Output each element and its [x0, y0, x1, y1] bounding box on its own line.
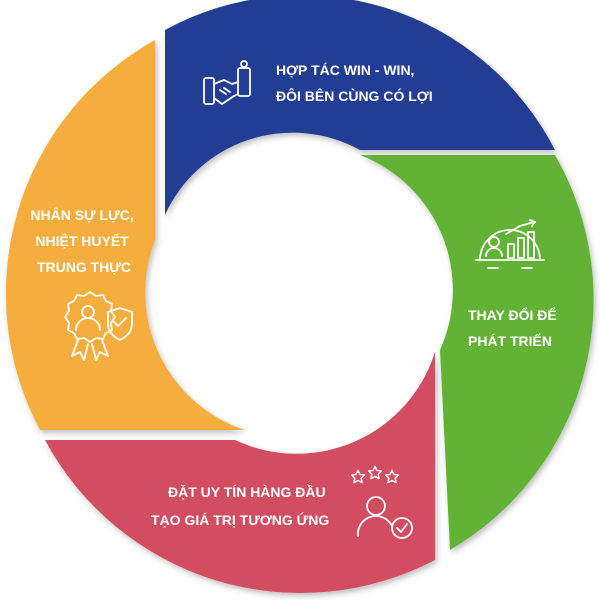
segment-top-label: HỢP TÁC WIN - WIN, ĐÔI BÊN CÙNG CÓ LỢI: [276, 62, 433, 104]
rated-user-icon: [350, 465, 413, 539]
segment-top: [165, 0, 555, 215]
segment-left: [5, 40, 246, 430]
growth-gear-icon: [475, 219, 545, 269]
segment-left-label: NHÂN SỰ LỰC, NHIỆT HUYẾT TRUNG THỰC: [30, 206, 137, 275]
segment-bottom-label: ĐẶT UY TÍN HÀNG ĐẦU TẠO GIÁ TRỊ TƯƠNG ỨN…: [151, 484, 330, 528]
segment-right-label: THAY ĐỔI ĐỂ PHÁT TRIỂN: [468, 306, 561, 349]
segment-bottom: [45, 352, 435, 594]
handshake-icon: [203, 60, 251, 105]
badge-person-icon: [64, 291, 133, 361]
segment-right: [360, 155, 594, 550]
